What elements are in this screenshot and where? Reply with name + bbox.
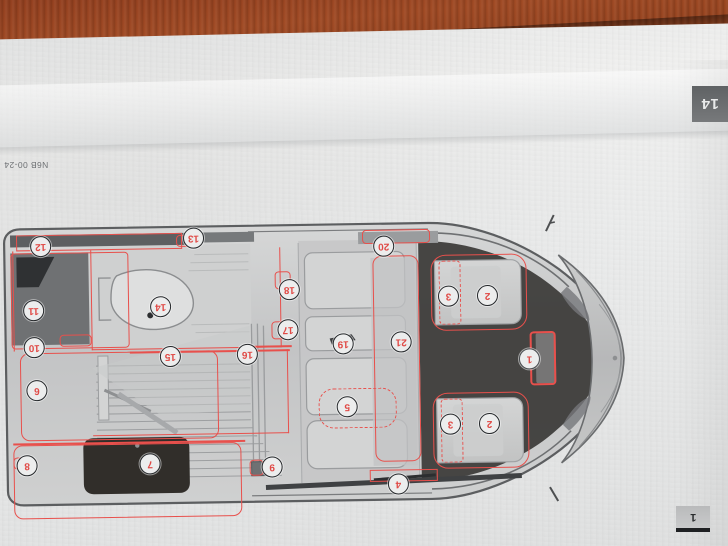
zone-20-outline (361, 228, 431, 245)
zone-10-outline (59, 334, 92, 347)
zone-7-outline (13, 441, 243, 520)
scene-description: Photograph of a printed vehicle interior… (0, 0, 45, 1)
page-number-tab: 1 (676, 506, 710, 532)
chapter-tab: 14 (692, 86, 728, 122)
vehicle-top-view-artwork (2, 214, 625, 507)
document-code: N6B 00-24 (4, 160, 49, 170)
zone-14-outline (90, 247, 282, 351)
zone-16-outline (91, 349, 290, 437)
zone-21-outline (372, 255, 422, 462)
page-gutter-shadow (676, 60, 728, 546)
vehicle-layout-diagram: 12 13 11 10 14 15 6 7 8 9 16 17 18 19 5 … (0, 206, 728, 520)
